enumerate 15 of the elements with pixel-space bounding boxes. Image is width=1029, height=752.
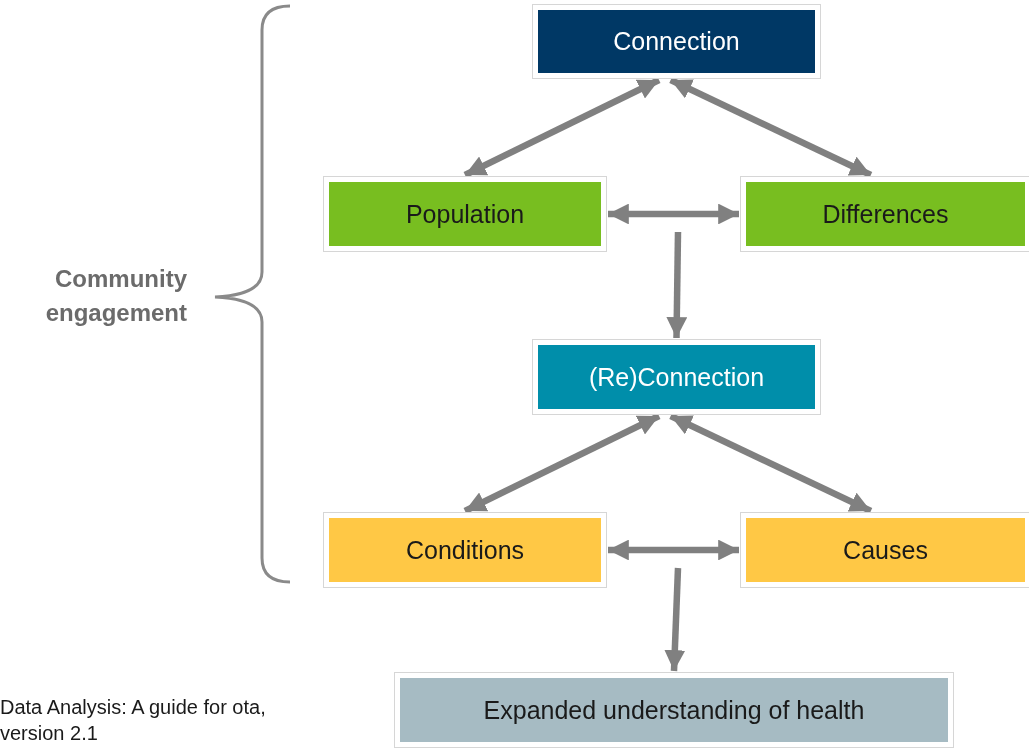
arrow: [664, 567, 686, 672]
box-label: Expanded understanding of health: [483, 695, 865, 725]
double-arrow: [669, 413, 873, 514]
double-arrow: [669, 77, 873, 178]
box-label: (Re)Connection: [588, 362, 765, 392]
box-label: Conditions: [405, 535, 525, 565]
box-label: Differences: [822, 199, 949, 229]
double-arrow: [463, 77, 661, 178]
box-label: Causes: [843, 535, 928, 565]
box-label: Connection: [613, 27, 740, 56]
arrow: [666, 231, 688, 339]
box-label: Population: [405, 199, 525, 229]
bracket-label: Community engagement: [44, 264, 187, 328]
source-caption: Data Analysis: A guide for ota, version 2.1: [0, 695, 267, 746]
double-arrow: [463, 413, 661, 514]
